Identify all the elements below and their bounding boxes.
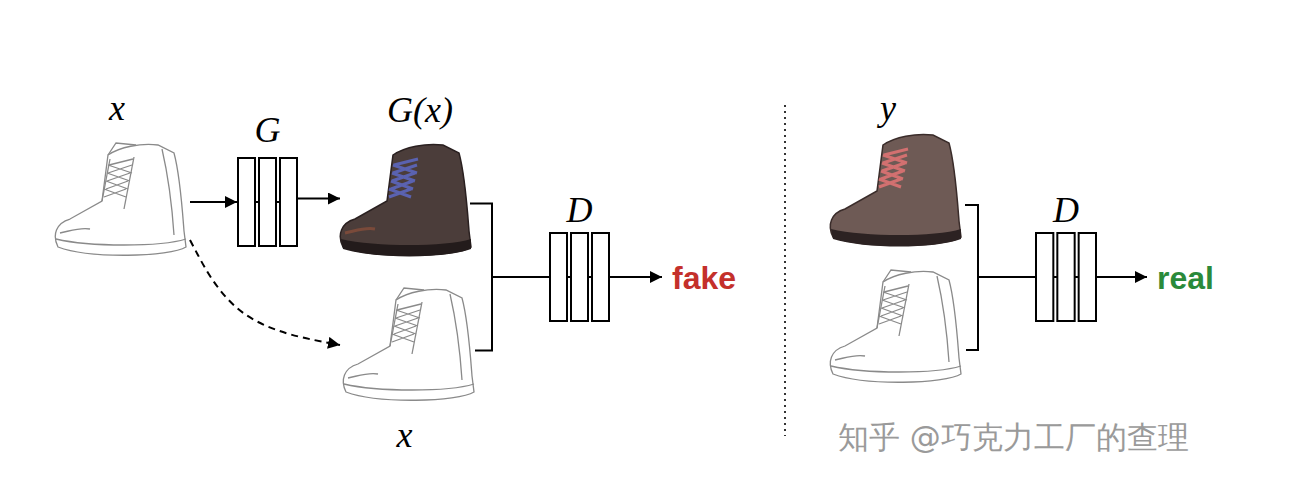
network-block: G [237, 157, 298, 247]
separator [784, 105, 786, 436]
connector [475, 277, 549, 351]
generated-boot [341, 239, 471, 257]
real-boot [830, 134, 961, 246]
layer-link [1075, 276, 1079, 278]
variable-label: x [337, 415, 472, 455]
verdict-fake: fake [672, 258, 736, 298]
variable-label: D [549, 190, 610, 230]
layer-rect [238, 158, 255, 246]
sketch-boot [830, 270, 961, 382]
layer-rect [550, 233, 567, 321]
block-outline [1035, 232, 1097, 322]
layer-rect [280, 158, 297, 246]
generated-boot [389, 159, 418, 197]
layer-rect [259, 158, 276, 246]
verdict-real: real [1157, 258, 1214, 298]
variable-label: y [818, 88, 958, 128]
generated-boot [340, 144, 471, 255]
connector [965, 205, 1035, 277]
sketch-boot [343, 289, 474, 400]
layer-rect [1057, 233, 1074, 321]
sketch-boot [55, 144, 186, 255]
sketch-boot [392, 304, 421, 342]
sketch-boot [343, 288, 474, 400]
connector [190, 240, 340, 345]
sketch-boot [104, 159, 133, 197]
image-panel: G(x) [340, 135, 470, 262]
image-panel: y [825, 125, 965, 255]
variable-label: x [47, 88, 187, 128]
layer-link [1053, 276, 1057, 278]
variable-label: G(x) [355, 90, 485, 130]
image-panel: x [50, 135, 190, 265]
verdict-fake-holder: fake [672, 258, 736, 298]
layer-rect [571, 233, 588, 321]
layer-link [276, 201, 280, 203]
watermark-holder: 知乎 @巧克力工厂的查理 [838, 418, 1189, 457]
variable-label: D [1035, 190, 1097, 230]
generated-boot [345, 228, 375, 233]
sketch-boot [831, 270, 961, 372]
layer-rect [1036, 233, 1053, 321]
layer-rect [592, 233, 609, 321]
real-boot [879, 149, 908, 187]
generated-boot [340, 144, 471, 256]
verdict-real-holder: real [1157, 258, 1214, 298]
network-block: D [1035, 232, 1097, 322]
layer-link [255, 201, 259, 203]
layer-link [567, 276, 571, 278]
sketch-boot [344, 288, 474, 390]
real-boot [831, 229, 961, 247]
layer-rect [1079, 233, 1096, 321]
network-block: D [549, 232, 610, 322]
block-outline [237, 157, 298, 247]
variable-label: G [237, 110, 298, 150]
sketch-boot [56, 143, 186, 245]
output-arrow [610, 276, 662, 278]
real-boot [830, 134, 961, 245]
connector [470, 204, 549, 278]
image-panel: x [340, 280, 475, 405]
connector [298, 198, 340, 200]
sketch-boot [55, 143, 186, 255]
sketch-boot [830, 271, 961, 382]
watermark: 知乎 @巧克力工厂的查理 [838, 418, 1189, 457]
connector [190, 201, 237, 203]
output-arrow [1097, 276, 1147, 278]
layer-link [588, 276, 592, 278]
block-outline [549, 232, 610, 322]
bracket [966, 277, 978, 350]
sketch-boot [879, 286, 908, 324]
